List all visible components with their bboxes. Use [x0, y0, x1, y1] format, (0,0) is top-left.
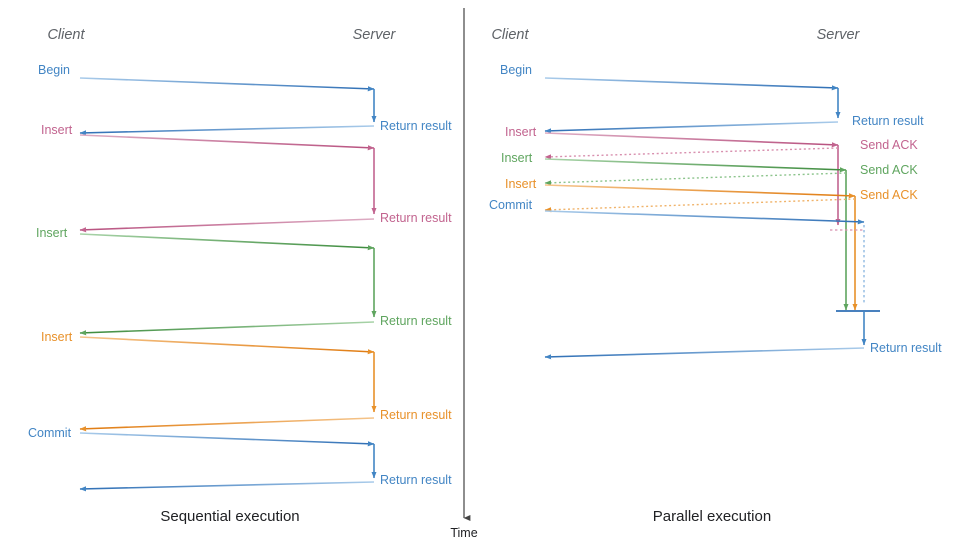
- message-seq-begin: Begin: [38, 63, 377, 123]
- message-seq-insert-3-return: Return result: [79, 408, 452, 432]
- message-label-commit-seq: Commit: [28, 426, 72, 440]
- message-label-insert-seq-3: Insert: [41, 330, 73, 344]
- message-par-commit-return: Return result: [544, 341, 942, 360]
- message-par-ack-3: [544, 198, 856, 213]
- message-label-return-result-seq-5: Return result: [380, 473, 452, 487]
- message-par-ack-2: [544, 172, 847, 186]
- message-label-send-ack-3: Send ACK: [860, 188, 918, 202]
- panel-sequential: Client Server Begin Return result Insert…: [28, 27, 452, 525]
- message-par-commit: Commit: [489, 198, 865, 305]
- message-par-begin-return: Return result: [544, 114, 924, 134]
- message-seq-insert-1: Insert: [41, 123, 377, 215]
- message-label-return-result-seq-4: Return result: [380, 408, 452, 422]
- message-seq-insert-3: Insert: [41, 330, 377, 413]
- actor-label-client-left: Client: [47, 27, 85, 43]
- message-seq-begin-return: Return result: [79, 119, 452, 136]
- message-label-return-result-par-1: Return result: [852, 114, 924, 128]
- message-label-return-result-seq-2: Return result: [380, 211, 452, 225]
- actor-label-client-right: Client: [491, 27, 529, 43]
- message-label-return-result-seq-3: Return result: [380, 314, 452, 328]
- message-label-send-ack-1: Send ACK: [860, 138, 918, 152]
- message-par-insert-1: Insert Send ACK: [505, 125, 918, 226]
- panel-parallel: Client Server Begin Return result Insert…: [489, 27, 942, 525]
- message-label-send-ack-2: Send ACK: [860, 163, 918, 177]
- parallel-join-barriers: [830, 229, 880, 346]
- caption-sequential: Sequential execution: [160, 508, 299, 525]
- message-label-begin-left: Begin: [38, 63, 70, 77]
- message-label-insert-seq-2: Insert: [36, 226, 68, 240]
- message-par-insert-2: Insert Send ACK: [501, 151, 918, 311]
- actor-label-server-right: Server: [817, 27, 861, 43]
- message-label-commit-par: Commit: [489, 198, 533, 212]
- message-seq-insert-2: Insert: [36, 226, 377, 318]
- message-label-insert-par-1: Insert: [505, 125, 537, 139]
- message-par-insert-3: Insert Send ACK: [505, 177, 918, 311]
- time-axis: Time: [450, 8, 478, 540]
- message-label-insert-par-2: Insert: [501, 151, 533, 165]
- message-par-ack-1: [544, 147, 839, 160]
- time-axis-label: Time: [450, 526, 477, 540]
- message-label-begin-right: Begin: [500, 63, 532, 77]
- message-label-insert-par-3: Insert: [505, 177, 537, 191]
- actor-label-server-left: Server: [353, 27, 397, 43]
- message-seq-commit: Commit: [28, 426, 377, 479]
- message-seq-commit-return: Return result: [79, 473, 452, 492]
- message-seq-insert-2-return: Return result: [79, 314, 452, 336]
- message-seq-insert-1-return: Return result: [79, 211, 452, 233]
- message-label-return-result-par-2: Return result: [870, 341, 942, 355]
- caption-parallel: Parallel execution: [653, 508, 771, 525]
- message-par-begin: Begin: [500, 63, 841, 119]
- message-label-return-result-seq-1: Return result: [380, 119, 452, 133]
- message-label-insert-seq-1: Insert: [41, 123, 73, 137]
